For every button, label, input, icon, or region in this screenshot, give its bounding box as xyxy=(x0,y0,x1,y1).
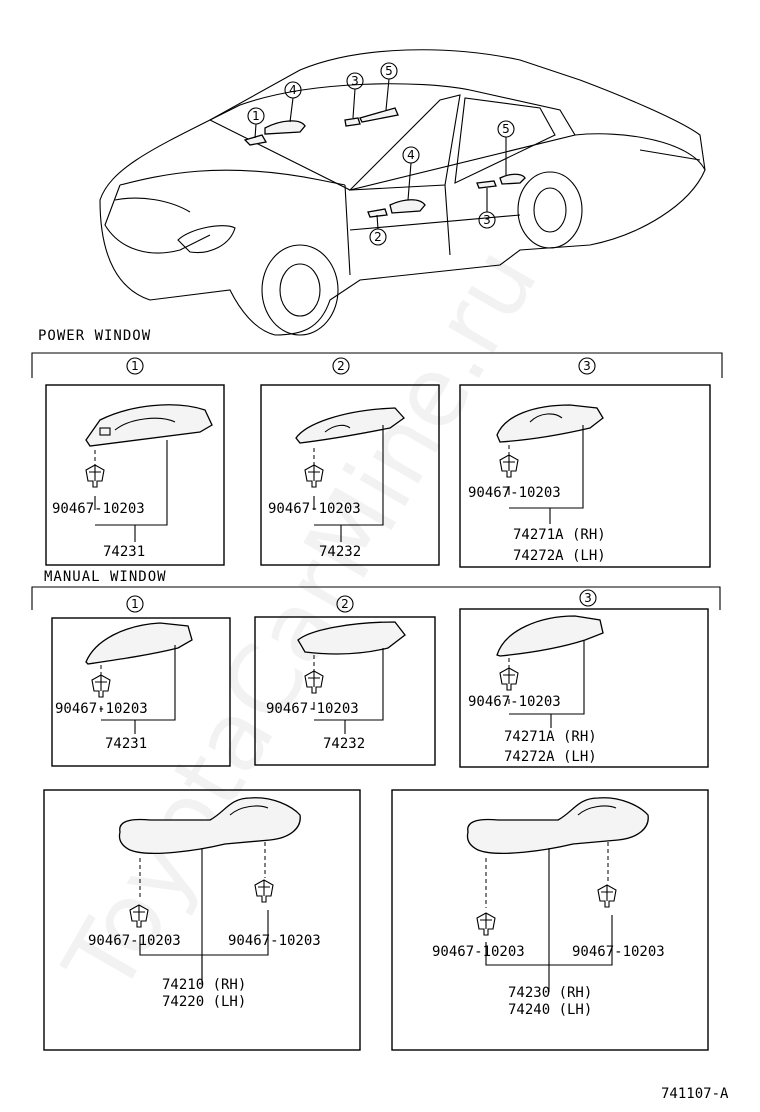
part-number-rh: 74210 (RH) xyxy=(162,977,246,993)
svg-text:1: 1 xyxy=(131,597,139,611)
callout-3: 3 xyxy=(483,213,491,227)
part-number: 74232 xyxy=(323,736,365,752)
car-illustration xyxy=(99,49,706,336)
callout-5: 5 xyxy=(385,64,393,78)
part-number-rh: 74271A (RH) xyxy=(504,729,597,745)
clip-part-number-left: 90467-10203 xyxy=(432,944,525,960)
grip-item-front: 90467-10203 90467-10203 74210 (RH) 74220… xyxy=(43,789,361,1051)
part-number: 74231 xyxy=(105,736,147,752)
grip-item-rear: 90467-10203 90467-10203 74230 (RH) 74240… xyxy=(391,789,709,1051)
manual-item-2: 2 90467-10203 74232 xyxy=(254,595,436,766)
part-number: 74232 xyxy=(319,544,361,560)
power-item-2: 2 90467-10203 74232 xyxy=(260,357,440,566)
clip-part-number: 90467-10203 xyxy=(468,694,561,710)
clip-part-number: 90467-10203 xyxy=(468,485,561,501)
callout-5: 5 xyxy=(502,122,510,136)
clip-part-number: 90467-10203 xyxy=(266,701,359,717)
watermark: ToyotaCarMine.ru xyxy=(42,229,559,1012)
part-number-lh: 74272A (LH) xyxy=(513,548,606,564)
part-number-rh: 74230 (RH) xyxy=(508,985,592,1001)
clip-part-number: 90467-10203 xyxy=(55,701,148,717)
callout-2: 2 xyxy=(374,230,382,244)
part-number-lh: 74240 (LH) xyxy=(508,1002,592,1018)
clip-part-number: 90467-10203 xyxy=(268,501,361,517)
callout-4: 4 xyxy=(289,83,297,97)
svg-text:3: 3 xyxy=(583,359,591,373)
manual-item-1: 1 90467-10203 74231 xyxy=(51,595,231,767)
diagram-code: 741107-A xyxy=(661,1086,729,1102)
clip-part-number-right: 90467-10203 xyxy=(228,933,321,949)
clip-part-number-left: 90467-10203 xyxy=(88,933,181,949)
callout-3: 3 xyxy=(351,74,359,88)
part-number: 74231 xyxy=(103,544,145,560)
callouts: 1 4 3 5 4 2 5 3 xyxy=(247,62,515,246)
svg-text:2: 2 xyxy=(337,359,345,373)
part-number-rh: 74271A (RH) xyxy=(513,527,606,543)
power-item-3: 3 90467-10203 74271A (RH) 74272A (LH) xyxy=(459,357,711,568)
svg-text:1: 1 xyxy=(131,359,139,373)
clip-part-number-right: 90467-10203 xyxy=(572,944,665,960)
power-item-1: 1 90467-10203 74231 xyxy=(45,357,225,566)
section-title-manual: MANUAL WINDOW xyxy=(44,569,167,585)
callout-4: 4 xyxy=(407,148,415,162)
manual-item-3: 3 90467-10203 74271A (RH) 74272A (LH) xyxy=(459,589,709,768)
part-number-lh: 74220 (LH) xyxy=(162,994,246,1010)
clip-part-number: 90467-10203 xyxy=(52,501,145,517)
section-title-power: POWER WINDOW xyxy=(38,328,151,344)
svg-text:3: 3 xyxy=(584,591,592,605)
svg-text:2: 2 xyxy=(341,597,349,611)
part-number-lh: 74272A (LH) xyxy=(504,749,597,765)
callout-1: 1 xyxy=(252,109,260,123)
